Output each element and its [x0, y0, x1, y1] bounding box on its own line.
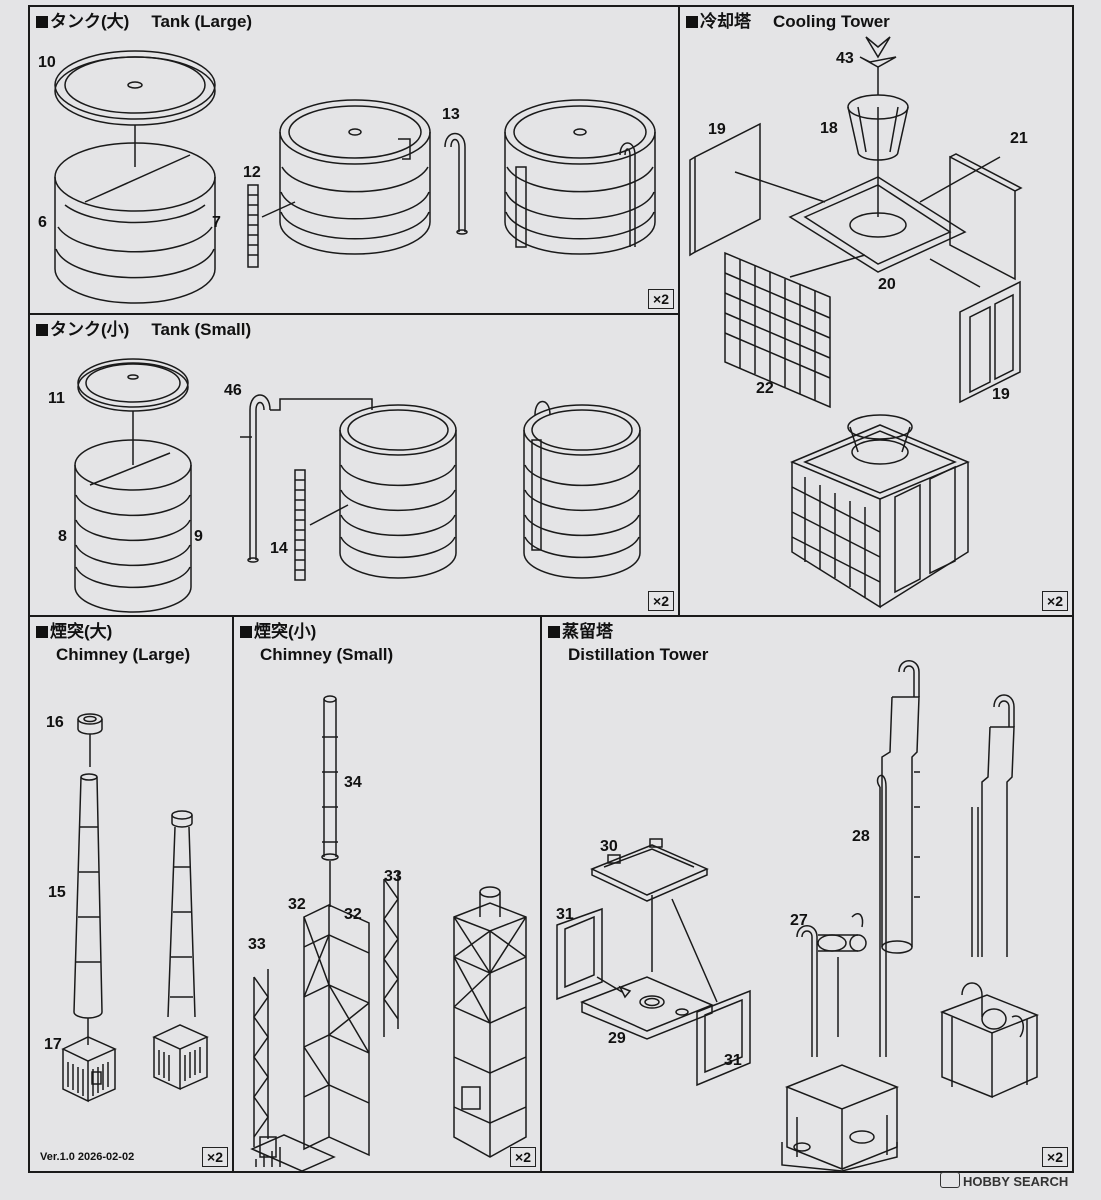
tank-large-diagram [54, 50, 656, 304]
part-number-12: 12 [243, 164, 261, 181]
title-jp: タンク(大) [50, 12, 130, 31]
watermark-text: HOBBY SEARCH [963, 1174, 1069, 1189]
part-number-13: 13 [442, 106, 460, 123]
part-number-20: 20 [878, 276, 896, 293]
title-en: Tank (Small) [151, 320, 252, 339]
square-bullet-icon [548, 626, 560, 638]
part-number-9: 9 [194, 528, 203, 545]
panel-cooling-tower: 冷却塔 Cooling Tower [678, 5, 1074, 617]
title-en: Chimney (Small) [260, 645, 394, 664]
part-number-43: 43 [836, 50, 854, 67]
multiplier-badge: ×2 [1042, 1147, 1068, 1167]
panel-title: 煙突(小) Chimney (Small) [240, 621, 393, 666]
part-number-32: 32 [288, 896, 306, 913]
multiplier-badge: ×2 [648, 289, 674, 309]
square-bullet-icon [36, 324, 48, 336]
part-number-16: 16 [46, 714, 64, 731]
title-en: Cooling Tower [773, 12, 890, 31]
hobby-search-logo-icon [940, 1172, 960, 1188]
panel-chimney-large: 煙突(大) Chimney (Large) [28, 615, 234, 1173]
part-number-28: 28 [852, 828, 870, 845]
title-jp: タンク(小) [50, 320, 130, 339]
part-number-17: 17 [44, 1036, 62, 1053]
part-number-19: 19 [708, 121, 726, 138]
part-number-31: 31 [724, 1052, 742, 1069]
version-label: Ver.1.0 2026-02-02 [40, 1151, 135, 1163]
part-number-21: 21 [1010, 130, 1028, 147]
chimney-small-diagram [250, 695, 527, 1172]
panel-title: 煙突(大) Chimney (Large) [36, 621, 190, 666]
part-number-15: 15 [48, 884, 66, 901]
cooling-tower-diagram [689, 36, 1023, 609]
part-number-29: 29 [608, 1030, 626, 1047]
part-number-27: 27 [790, 912, 808, 929]
panel-title: 蒸留塔 Distillation Tower [548, 621, 708, 666]
multiplier-badge: ×2 [648, 591, 674, 611]
watermark: HOBBY SEARCH [940, 1172, 1068, 1189]
multiplier-badge: ×2 [510, 1147, 536, 1167]
part-number-8: 8 [58, 528, 67, 545]
panel-title: タンク(小) Tank (Small) [36, 319, 251, 341]
panel-title: 冷却塔 Cooling Tower [686, 11, 890, 33]
panel-title: タンク(大) Tank (Large) [36, 11, 252, 33]
panel-tank-large: タンク(大) Tank (Large) [28, 5, 680, 315]
square-bullet-icon [36, 16, 48, 28]
square-bullet-icon [686, 16, 698, 28]
part-number-18: 18 [820, 120, 838, 137]
part-number-10: 10 [38, 54, 56, 71]
part-number-6: 6 [38, 214, 47, 231]
part-number-22: 22 [756, 380, 774, 397]
part-number-30: 30 [600, 838, 618, 855]
part-number-7: 7 [212, 214, 221, 231]
title-jp: 煙突(小) [254, 622, 317, 641]
title-jp: 煙突(大) [50, 622, 113, 641]
title-jp: 冷却塔 [700, 12, 751, 31]
part-number-34: 34 [344, 774, 362, 791]
part-number-46: 46 [224, 382, 242, 399]
title-en: Tank (Large) [151, 12, 253, 31]
panel-distillation-tower: 蒸留塔 Distillation Tower [540, 615, 1074, 1173]
chimney-large-diagram [61, 713, 209, 1103]
panel-tank-small: タンク(小) Tank (Small) [28, 313, 680, 617]
part-number-32: 32 [344, 906, 362, 923]
title-en: Chimney (Large) [56, 645, 191, 664]
tank-small-diagram [74, 358, 641, 613]
part-number-33: 33 [248, 936, 266, 953]
title-en: Distillation Tower [568, 645, 709, 664]
distillation-tower-diagram [556, 660, 1040, 1172]
part-number-11: 11 [48, 390, 65, 407]
title-jp: 蒸留塔 [562, 622, 613, 641]
square-bullet-icon [240, 626, 252, 638]
square-bullet-icon [36, 626, 48, 638]
part-number-31: 31 [556, 906, 574, 923]
part-number-14: 14 [270, 540, 288, 557]
instruction-sheet: タンク(大) Tank (Large) [28, 5, 1074, 1173]
part-number-33: 33 [384, 868, 402, 885]
multiplier-badge: ×2 [1042, 591, 1068, 611]
part-number-19: 19 [992, 386, 1010, 403]
multiplier-badge: ×2 [202, 1147, 228, 1167]
panel-chimney-small: 煙突(小) Chimney (Small) [232, 615, 542, 1173]
